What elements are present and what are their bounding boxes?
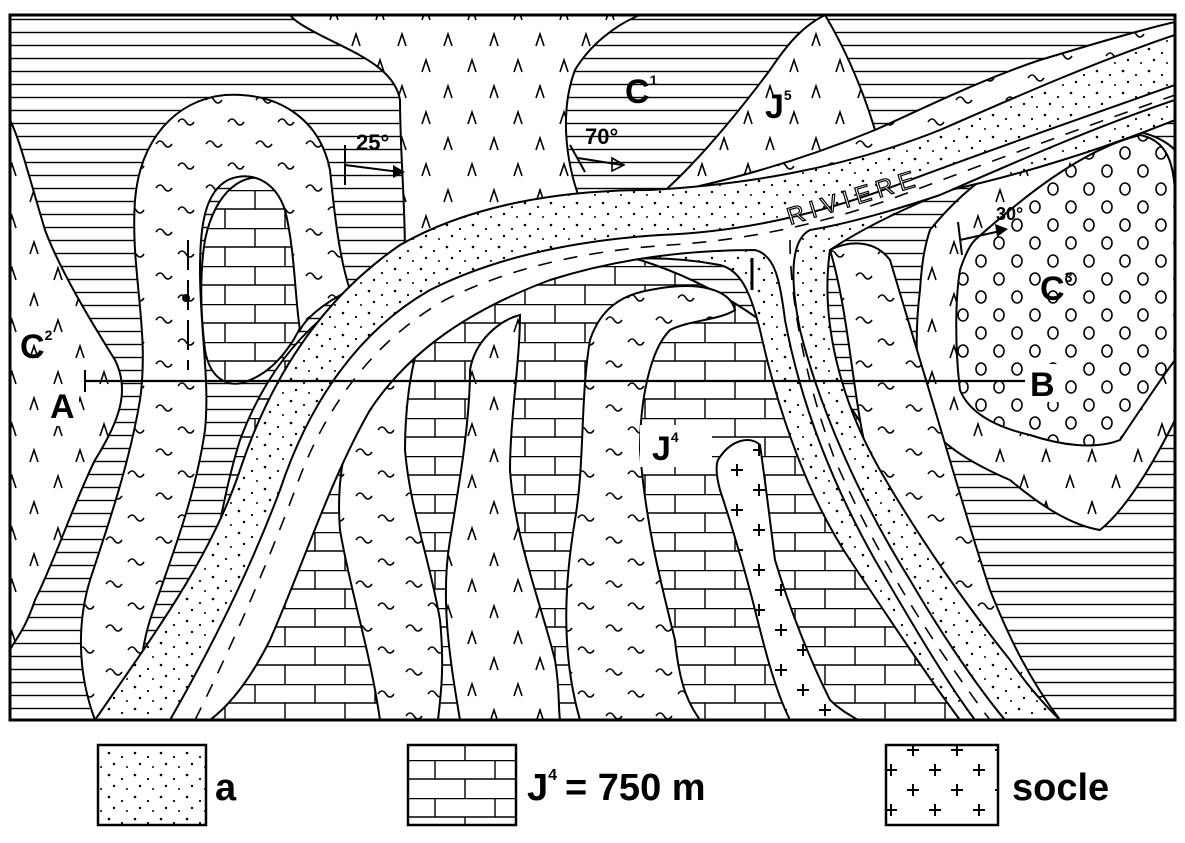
label-c2: C2 [20,327,53,366]
label-dip-30: 30° [996,204,1023,224]
legend-label-j4: J4= 750 m [527,767,706,809]
dip-symbol-70 [569,144,626,173]
label-j4-box [640,425,712,467]
map-frame [8,13,1177,722]
dip-symbol-30 [957,221,1008,256]
label-dip-25: 25° [356,130,389,155]
river-channel [168,83,1175,720]
label-dip-70: 70° [585,124,618,149]
label-point-a: A [50,388,75,426]
label-j5: J5 [765,87,792,126]
legend-swatch-j4 [406,743,518,827]
unit-socle-band [715,439,860,720]
label-a-box [45,388,79,426]
label-j4: J4 [652,429,679,468]
legend-swatch-alluvium [96,743,208,827]
unit-wave-band-2 [565,285,737,720]
river-tributary-dashes [789,239,991,720]
unit-caret-band-1 [444,313,562,720]
dip-symbol-25 [344,145,405,185]
legend-swatch-socle [884,743,1000,827]
label-point-b: B [1030,366,1055,404]
unit-wave-band-3 [828,242,1062,720]
fault-dot [182,294,190,302]
label-c3: C3 [1040,269,1073,308]
legend: a J4= 750 m socle [96,743,1109,827]
label-c1: C1 [625,72,658,111]
legend-label-alluvium: a [215,767,237,809]
unit-c2-volcanic [10,119,123,651]
river-current-dashes [194,94,1175,720]
label-b-box [1025,364,1059,402]
legend-label-socle: socle [1012,767,1109,809]
